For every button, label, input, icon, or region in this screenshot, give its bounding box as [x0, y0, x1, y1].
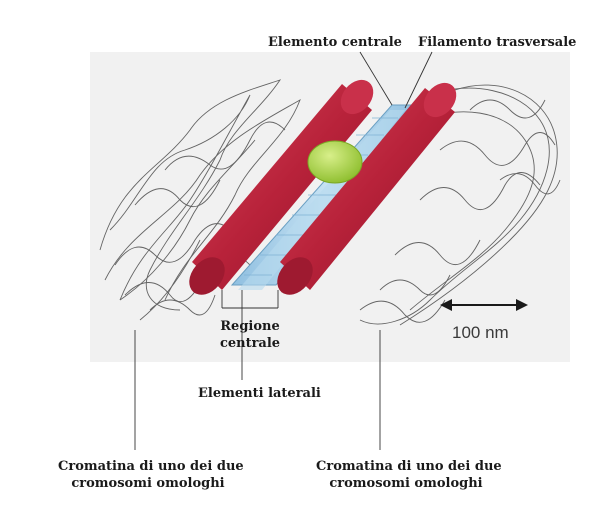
- label-central-region-line2: centrale: [219, 336, 281, 351]
- label-central-region: Regione centrale: [214, 318, 286, 352]
- central-element: [307, 140, 363, 184]
- lateral-element-right: [277, 82, 457, 295]
- label-central-region-line1: Regione: [220, 319, 280, 334]
- scale-bar-arrow: [440, 299, 528, 311]
- lateral-element-left: [189, 79, 374, 295]
- leader-lines: [134, 51, 433, 450]
- chromatin-right: [359, 84, 561, 326]
- scale-bar-label: 100 nm: [452, 323, 509, 342]
- label-chromatin-left-line1: Cromatina di uno dei due: [58, 459, 244, 474]
- label-chromatin-right-line2: cromosomi omologhi: [329, 476, 483, 491]
- label-central-element: Elemento centrale: [268, 35, 402, 50]
- label-chromatin-left-line2: cromosomi omologhi: [71, 476, 225, 491]
- label-chromatin-left: Cromatina di uno dei due cromosomi omolo…: [58, 458, 244, 492]
- chromatin-left: [99, 79, 301, 321]
- label-chromatin-right: Cromatina di uno dei due cromosomi omolo…: [316, 458, 502, 492]
- label-lateral-elements: Elementi laterali: [198, 386, 321, 401]
- label-chromatin-right-line1: Cromatina di uno dei due: [316, 459, 502, 474]
- label-transverse-filament: Filamento trasversale: [418, 35, 577, 50]
